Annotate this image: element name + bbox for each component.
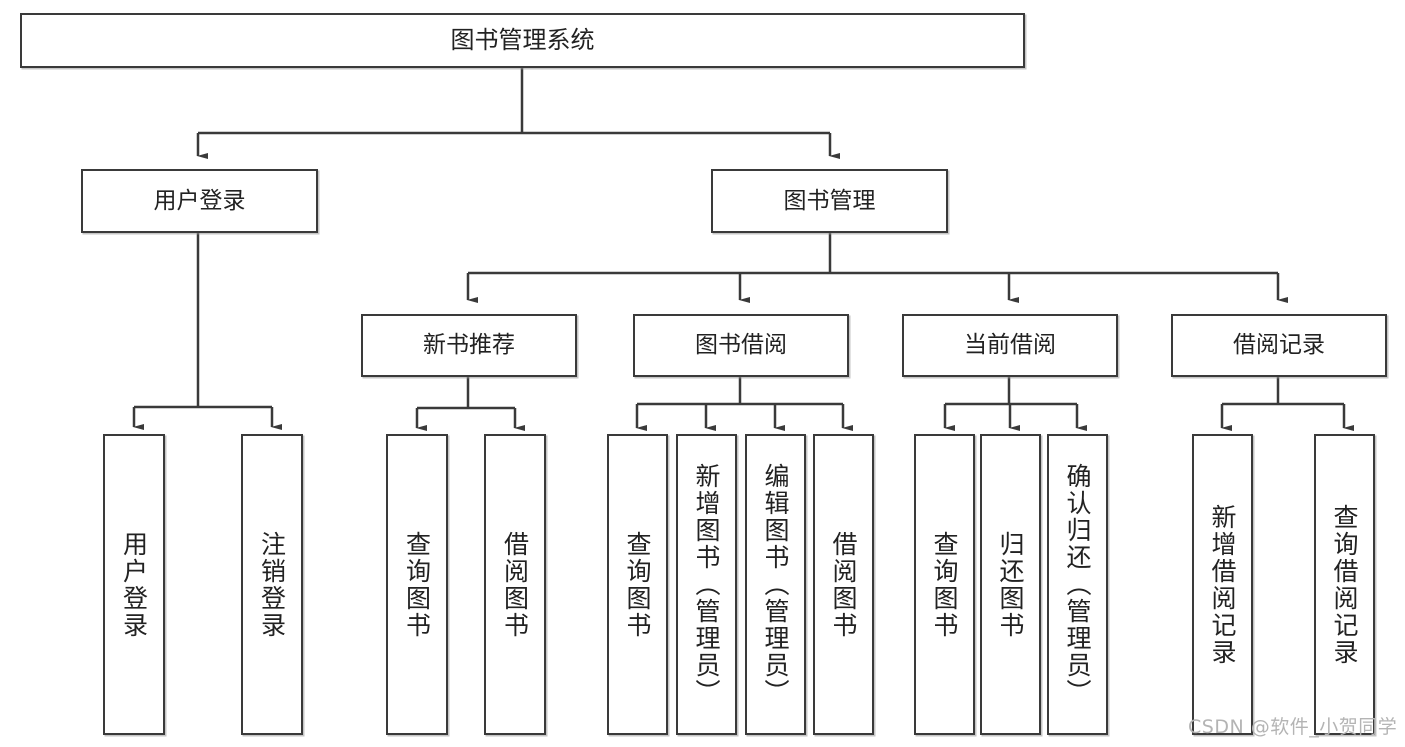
node-label: 图书管理 xyxy=(783,187,876,214)
node-user-login[interactable]: 用户登录 xyxy=(81,169,318,233)
node-label: 图书借阅 xyxy=(695,332,787,359)
leaf-add-borrow-record[interactable]: 新增借阅记录 xyxy=(1192,434,1253,735)
node-label: 新书推荐 xyxy=(423,332,515,359)
node-label: 借阅图书 xyxy=(500,530,530,639)
node-label: 用户登录 xyxy=(153,187,246,214)
node-label: 图书管理系统 xyxy=(450,25,595,54)
leaf-borrow-book[interactable]: 借阅图书 xyxy=(813,434,874,735)
node-label: 编辑图书（管理员） xyxy=(761,463,790,706)
node-label: 查询图书 xyxy=(623,530,652,639)
node-label: 借阅图书 xyxy=(829,530,858,639)
leaf-add-book-admin[interactable]: 新增图书（管理员） xyxy=(676,434,737,735)
leaf-query-borrow-record[interactable]: 查询借阅记录 xyxy=(1314,434,1375,735)
node-book-management[interactable]: 图书管理 xyxy=(711,169,948,233)
leaf-return-book[interactable]: 归还图书 xyxy=(980,434,1041,735)
leaf-query-book-current[interactable]: 查询图书 xyxy=(914,434,975,735)
node-label: 新增图书（管理员） xyxy=(692,463,721,706)
node-current-borrow[interactable]: 当前借阅 xyxy=(902,314,1118,377)
leaf-confirm-return-admin[interactable]: 确认归还（管理员） xyxy=(1047,434,1108,735)
leaf-logout[interactable]: 注销登录 xyxy=(241,434,303,735)
node-label: 查询图书 xyxy=(402,530,432,639)
leaf-query-book-recommend[interactable]: 查询图书 xyxy=(386,434,448,735)
leaf-query-book-borrow[interactable]: 查询图书 xyxy=(607,434,668,735)
node-borrow-record[interactable]: 借阅记录 xyxy=(1171,314,1387,377)
node-label: 归还图书 xyxy=(996,530,1025,639)
node-book-borrow[interactable]: 图书借阅 xyxy=(633,314,849,377)
node-label: 新增借阅记录 xyxy=(1208,503,1237,666)
leaf-borrow-book-recommend[interactable]: 借阅图书 xyxy=(484,434,546,735)
node-label: 查询图书 xyxy=(930,530,959,639)
watermark: CSDN @软件_小贺同学 xyxy=(1188,716,1398,738)
leaf-user-login[interactable]: 用户登录 xyxy=(103,434,165,735)
node-label: 当前借阅 xyxy=(964,332,1056,359)
leaf-edit-book-admin[interactable]: 编辑图书（管理员） xyxy=(745,434,806,735)
node-label: 查询借阅记录 xyxy=(1330,503,1359,666)
node-label: 用户登录 xyxy=(119,530,149,639)
node-new-book-recommend[interactable]: 新书推荐 xyxy=(361,314,577,377)
node-root-system[interactable]: 图书管理系统 xyxy=(20,13,1025,68)
node-label: 借阅记录 xyxy=(1233,332,1325,359)
node-label: 注销登录 xyxy=(257,530,287,639)
node-label: 确认归还（管理员） xyxy=(1063,463,1092,706)
